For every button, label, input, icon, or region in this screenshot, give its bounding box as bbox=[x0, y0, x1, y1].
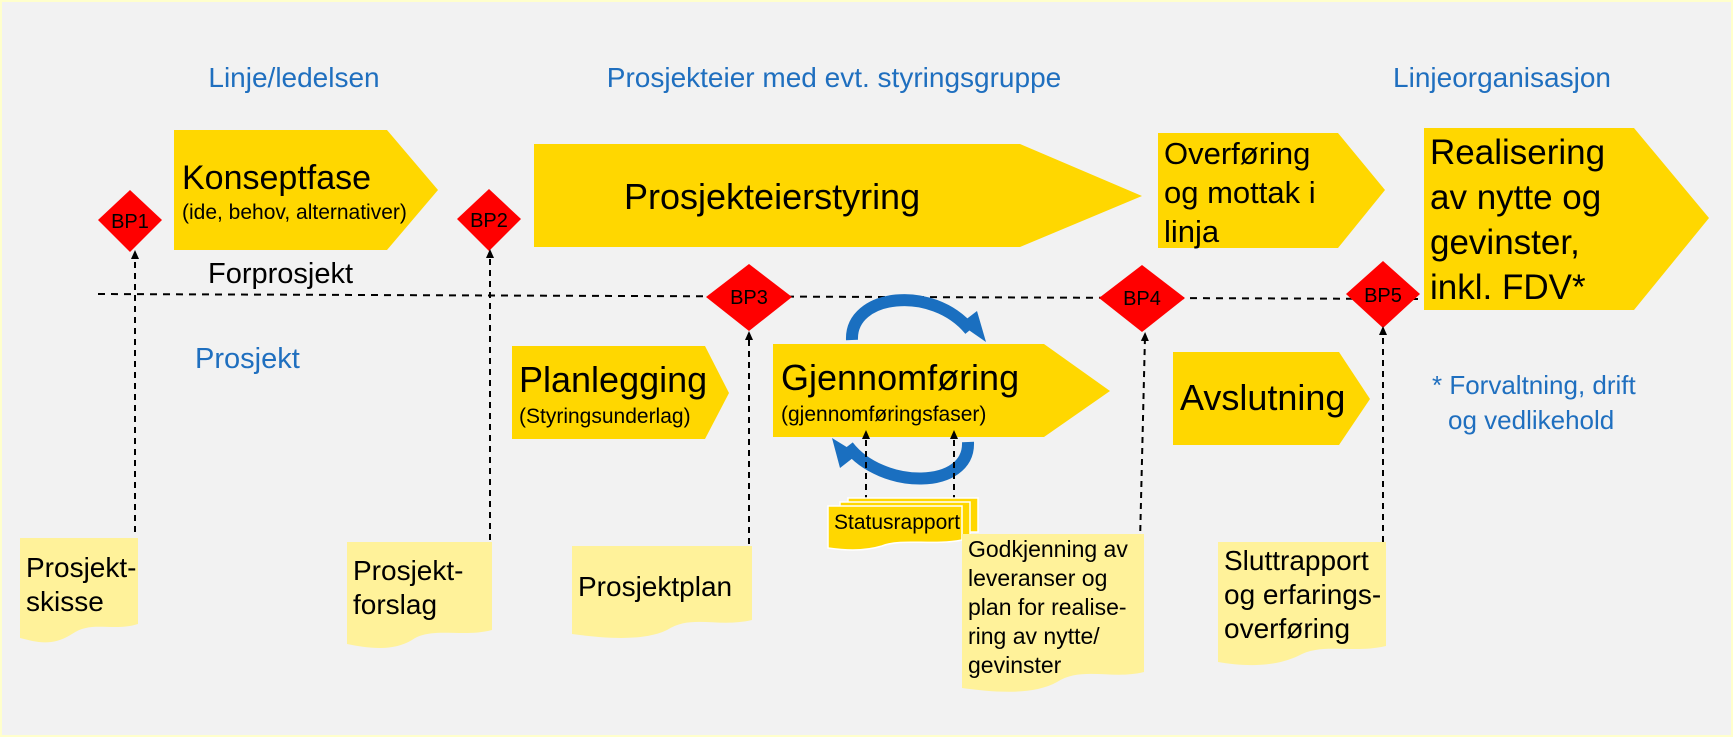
label-prosjekt: Prosjekt bbox=[195, 343, 300, 375]
phase-konseptfase-subtitle: (ide, behov, alternativer) bbox=[182, 201, 407, 224]
document-statusrapport-stack: Statusrapport bbox=[827, 497, 979, 551]
document-prosjektskisse: Prosjekt- skisse bbox=[20, 538, 144, 643]
document-prosjektplan: Prosjektplan bbox=[572, 546, 752, 638]
phase-gjennomforing-subtitle: (gjennomføringsfaser) bbox=[781, 403, 986, 426]
document-line: og erfarings- bbox=[1224, 579, 1381, 610]
document-line: skisse bbox=[26, 586, 104, 617]
phase-realisering-text: Realisering av nytte og gevinster, inkl.… bbox=[1430, 133, 1615, 307]
phase-gjennomforing-arrow bbox=[773, 344, 1110, 437]
document-line: Prosjekt- bbox=[26, 552, 136, 583]
phase-planlegging-subtitle: (Styringsunderlag) bbox=[519, 405, 691, 428]
document-text: Prosjekt- skisse bbox=[26, 552, 144, 617]
cycle-arrow-top-head bbox=[960, 311, 986, 342]
document-text: Prosjektplan bbox=[578, 571, 732, 602]
document-text: Statusrapport bbox=[834, 511, 960, 534]
decision-point-label: BP1 bbox=[111, 211, 149, 233]
decision-point-label: BP2 bbox=[470, 210, 508, 232]
phase-planlegging-title: Planlegging bbox=[519, 359, 707, 400]
phase-overforing-line: linja bbox=[1164, 214, 1220, 249]
document-line: Prosjekt- bbox=[353, 555, 463, 586]
decision-point-label: BP4 bbox=[1123, 288, 1161, 310]
phase-overforing-line: Overføring bbox=[1164, 136, 1310, 171]
phase-avslutning-title: Avslutning bbox=[1180, 377, 1345, 418]
decision-point-bp4: BP4 bbox=[1099, 265, 1185, 332]
phase-prosjekteierstyring-arrow bbox=[534, 144, 1142, 247]
phase-realisering-line: av nytte og bbox=[1430, 178, 1601, 217]
document-line: Sluttrapport bbox=[1224, 545, 1369, 576]
decision-point-bp1: BP1 bbox=[98, 190, 162, 252]
phase-realisering-line: Realisering bbox=[1430, 133, 1605, 172]
cycle-arrow-bottom bbox=[843, 441, 975, 485]
document-godkjenning: Godkjenning av leveranser og plan for re… bbox=[962, 534, 1144, 692]
phase-realisering-line: inkl. FDV* bbox=[1430, 268, 1586, 307]
header-line-management: Linje/ledelsen bbox=[208, 62, 379, 93]
document-line: gevinster bbox=[968, 652, 1062, 678]
footnote-line: og vedlikehold bbox=[1448, 405, 1614, 435]
document-line: forslag bbox=[353, 589, 437, 620]
document-line: Prosjektplan bbox=[578, 571, 732, 602]
phase-realisering-arrow bbox=[1424, 128, 1709, 310]
phase-realisering-line: gevinster, bbox=[1430, 223, 1580, 262]
phase-overforing-line: og mottak i bbox=[1164, 175, 1316, 210]
decision-point-label: BP5 bbox=[1364, 285, 1402, 307]
decision-point-bp3: BP3 bbox=[706, 264, 792, 331]
document-text: Godkjenning av leveranser og plan for re… bbox=[968, 536, 1134, 678]
footnote-line: * Forvaltning, drift bbox=[1432, 370, 1637, 400]
phase-konseptfase-title: Konseptfase bbox=[182, 159, 371, 197]
document-text: Prosjekt- forslag bbox=[353, 555, 471, 620]
document-prosjektforslag: Prosjekt- forslag bbox=[347, 542, 492, 648]
header-project-owner: Prosjekteier med evt. styringsgruppe bbox=[607, 62, 1061, 93]
decision-point-bp5: BP5 bbox=[1346, 261, 1420, 328]
cycle-arrow-top bbox=[845, 294, 975, 341]
document-line: Godkjenning av bbox=[968, 536, 1128, 562]
phase-planlegging-arrow bbox=[512, 346, 729, 439]
phase-overforing-text: Overføring og mottak i linja bbox=[1164, 136, 1324, 249]
document-line: plan for realise- bbox=[968, 594, 1127, 620]
document-line: ring av nytte/ bbox=[968, 623, 1100, 649]
label-forprosjekt: Forprosjekt bbox=[208, 258, 353, 290]
phase-gjennomforing-title: Gjennomføring bbox=[781, 357, 1019, 398]
decision-point-label: BP3 bbox=[730, 287, 768, 309]
decision-point-bp2: BP2 bbox=[457, 189, 521, 251]
phase-prosjekteierstyring-title: Prosjekteierstyring bbox=[624, 176, 920, 217]
cycle-arrow-bottom-head bbox=[832, 438, 858, 468]
phase-avslutning-arrow bbox=[1173, 352, 1370, 445]
document-line: overføring bbox=[1224, 613, 1350, 644]
connector-godkjenning-bp4 bbox=[1139, 332, 1149, 543]
document-line: Statusrapport bbox=[834, 511, 960, 534]
phase-konseptfase-arrow bbox=[174, 130, 438, 250]
document-text: Sluttrapport og erfarings- overføring bbox=[1224, 545, 1389, 644]
header-line-organisation: Linjeorganisasjon bbox=[1393, 62, 1611, 93]
phase-overforing-arrow bbox=[1158, 133, 1385, 248]
document-sluttrapport: Sluttrapport og erfarings- overføring bbox=[1218, 542, 1389, 666]
footnote-fdv: * Forvaltning, drift og vedlikehold bbox=[1432, 370, 1643, 435]
document-line: leveranser og bbox=[968, 565, 1107, 591]
